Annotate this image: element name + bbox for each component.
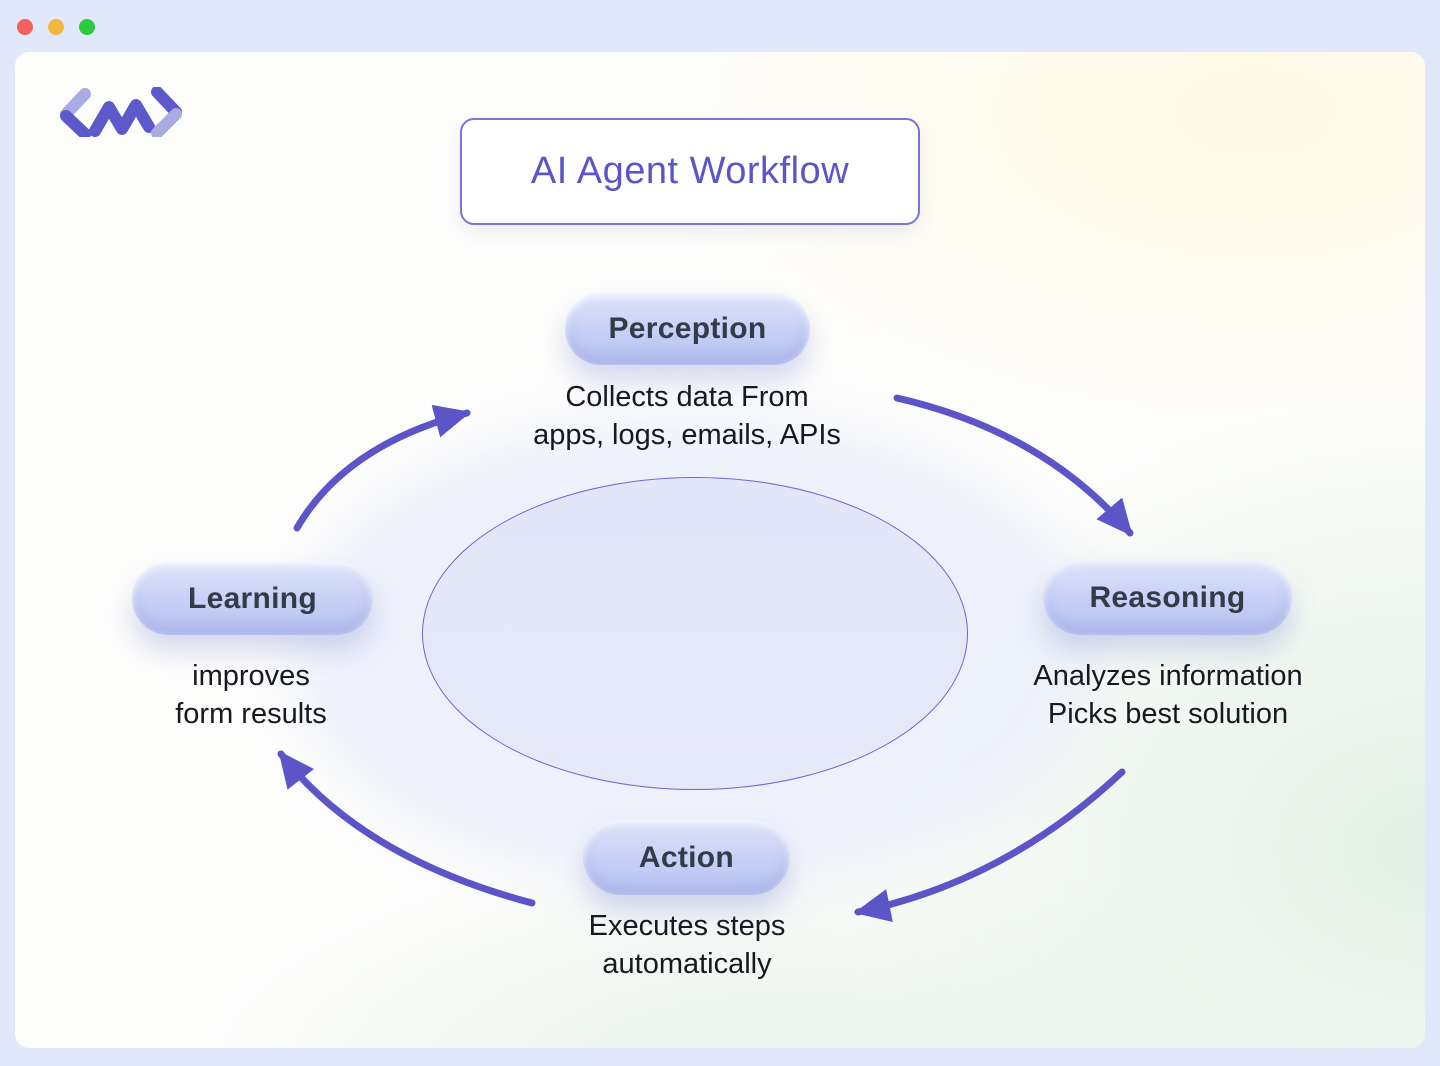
node-perception-description: Collects data From apps, logs, emails, A… bbox=[427, 378, 947, 454]
zoom-window-button[interactable] bbox=[79, 19, 95, 35]
node-learning-description: improves form results bbox=[15, 657, 511, 733]
diagram-title-box: AI Agent Workflow bbox=[460, 118, 920, 225]
window-controls bbox=[17, 19, 95, 35]
code-zigzag-logo-icon bbox=[60, 87, 182, 137]
action-desc-line1: Executes steps bbox=[588, 910, 786, 942]
cycle-center-ellipse bbox=[422, 477, 968, 790]
reasoning-desc-line2: Picks best solution bbox=[1047, 698, 1289, 730]
minimize-window-button[interactable] bbox=[48, 19, 64, 35]
node-learning: Learning bbox=[132, 562, 373, 635]
page-title: AI Agent Workflow bbox=[530, 150, 850, 192]
page-content: AI Agent Workflow Perception Collects bbox=[15, 52, 1425, 1048]
learning-desc-line2: form results bbox=[175, 698, 327, 730]
node-action: Action bbox=[583, 820, 790, 895]
node-reasoning: Reasoning bbox=[1043, 560, 1292, 635]
reasoning-desc-line1: Analyzes information bbox=[1033, 660, 1303, 692]
node-learning-label: Learning bbox=[187, 581, 318, 615]
node-action-label: Action bbox=[638, 840, 735, 874]
perception-desc-line1: Collects data From bbox=[565, 381, 809, 413]
learning-desc-line1: improves bbox=[192, 660, 310, 692]
node-action-description: Executes steps automatically bbox=[427, 907, 947, 983]
action-desc-line2: automatically bbox=[602, 948, 772, 980]
node-perception: Perception bbox=[565, 293, 810, 365]
window-titlebar bbox=[0, 0, 1440, 52]
perception-desc-line2: apps, logs, emails, APIs bbox=[533, 419, 841, 451]
node-reasoning-label: Reasoning bbox=[1089, 580, 1246, 614]
node-reasoning-description: Analyzes information Picks best solution bbox=[908, 657, 1425, 733]
close-window-button[interactable] bbox=[17, 19, 33, 35]
node-perception-label: Perception bbox=[608, 312, 767, 345]
